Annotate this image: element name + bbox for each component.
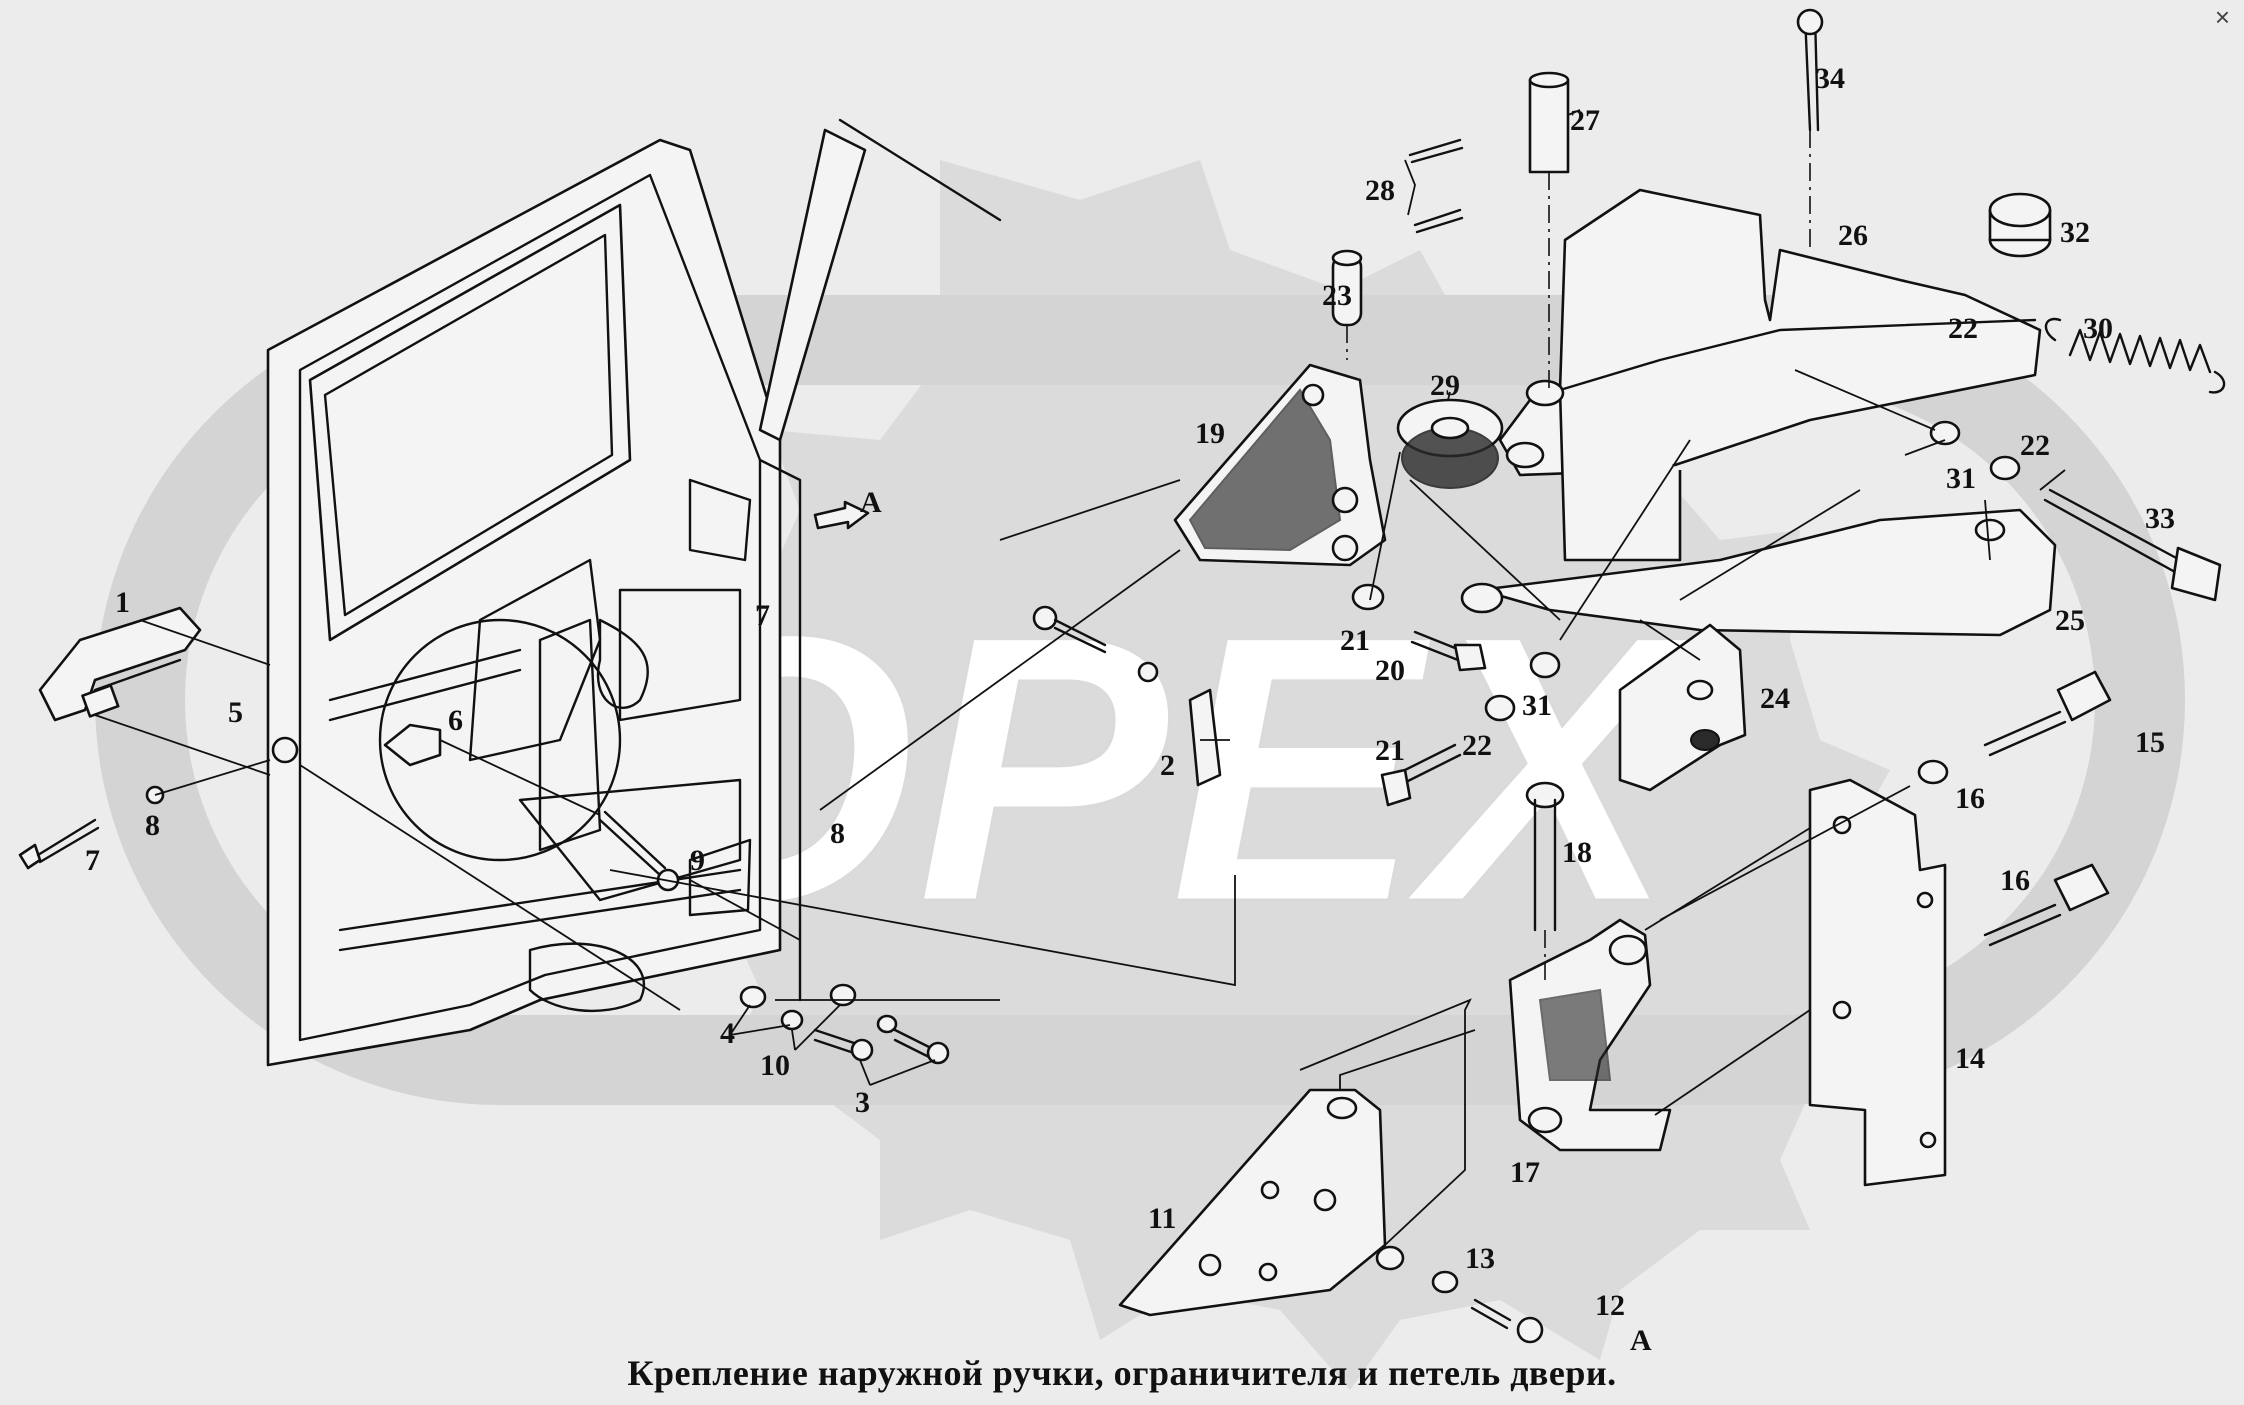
view-arrow bbox=[813, 500, 870, 530]
callout-17: 17 bbox=[1510, 1156, 1540, 1189]
part-washer-31a bbox=[1929, 420, 1961, 446]
callout-25: 25 bbox=[2055, 604, 2085, 637]
part-washer-22c bbox=[1484, 694, 1516, 722]
part-washer-13 bbox=[1431, 1270, 1459, 1294]
callout-7: 7 bbox=[755, 599, 770, 632]
callout-11: 11 bbox=[1148, 1202, 1176, 1235]
callout-15: 15 bbox=[2135, 726, 2165, 759]
part-limiter-arm bbox=[1460, 188, 2057, 637]
part-hinge-plate bbox=[1118, 1088, 1387, 1317]
part-washer-17 bbox=[1917, 759, 1949, 785]
part-cotter-pin bbox=[1796, 8, 1824, 132]
part-bolt-7-centre bbox=[1032, 605, 1159, 683]
callout-3: 3 bbox=[855, 1086, 870, 1119]
door-frame bbox=[266, 118, 1002, 1067]
part-bolt-16a bbox=[1983, 670, 2112, 757]
callout-34: 34 bbox=[1815, 62, 1845, 95]
part-hinge-18 bbox=[1508, 918, 1672, 1152]
callout-16: 16 bbox=[2000, 864, 2030, 897]
callout-12: 12 bbox=[1595, 1289, 1625, 1322]
callout-31: 31 bbox=[1946, 462, 1976, 495]
callout-1: 1 bbox=[115, 586, 130, 619]
view-label-a: А bbox=[1630, 1324, 1652, 1357]
callout-28: 28 bbox=[1365, 174, 1395, 207]
callout-33: 33 bbox=[2145, 502, 2175, 535]
callout-19: 19 bbox=[1195, 417, 1225, 450]
part-bolt-9 bbox=[598, 810, 667, 877]
callout-16: 16 bbox=[1955, 782, 1985, 815]
callout-22: 22 bbox=[2020, 429, 2050, 462]
close-icon[interactable]: × bbox=[2214, 2, 2230, 32]
part-bolt-21a bbox=[1410, 630, 1487, 672]
part-handle bbox=[38, 606, 202, 722]
callout-31: 31 bbox=[1522, 689, 1552, 722]
part-bolt-16b bbox=[1983, 863, 2110, 947]
callout-10: 10 bbox=[760, 1049, 790, 1082]
leader-lines bbox=[94, 109, 2066, 1246]
callout-4: 4 bbox=[720, 1017, 735, 1050]
part-bolt-21b bbox=[1380, 743, 1462, 807]
callout-18: 18 bbox=[1562, 836, 1592, 869]
callout-13: 13 bbox=[1465, 1242, 1495, 1275]
part-spring bbox=[2044, 317, 2226, 394]
callout-26: 26 bbox=[1838, 219, 1868, 252]
diagram-caption: Крепление наружной ручки, ограничителя и… bbox=[627, 1353, 1617, 1393]
callout-27: 27 bbox=[1570, 104, 1600, 137]
callout-32: 32 bbox=[2060, 216, 2090, 249]
callout-24: 24 bbox=[1760, 682, 1790, 715]
part-washer-14 bbox=[1375, 1245, 1405, 1271]
part-roller bbox=[1396, 398, 1504, 489]
part-bushing-32 bbox=[1988, 192, 2052, 258]
callout-9: 9 bbox=[690, 844, 705, 877]
callout-21: 21 bbox=[1340, 624, 1370, 657]
part-washer-22b bbox=[1351, 583, 1385, 611]
part-bracket bbox=[383, 723, 442, 767]
callout-30: 30 bbox=[2083, 312, 2113, 345]
part-bolt-19 bbox=[1525, 781, 1565, 932]
callout-21: 21 bbox=[1375, 734, 1405, 767]
callout-29: 29 bbox=[1430, 369, 1460, 402]
callout-8: 8 bbox=[830, 817, 845, 850]
callout-6: 6 bbox=[448, 704, 463, 737]
callout-8: 8 bbox=[145, 809, 160, 842]
callout-22: 22 bbox=[1948, 312, 1978, 345]
part-hinge-bracket bbox=[1173, 363, 1387, 567]
part-bolt-33 bbox=[2043, 488, 2222, 602]
part-pin-27 bbox=[1408, 71, 1570, 234]
callout-2: 2 bbox=[1160, 749, 1175, 782]
part-washer-31b bbox=[1529, 651, 1561, 679]
part-lock-plate bbox=[1188, 688, 1222, 787]
part-mounting-plate bbox=[1808, 778, 1947, 1187]
callout-23: 23 bbox=[1322, 279, 1352, 312]
part-bolt-12 bbox=[1470, 1298, 1544, 1344]
callout-5: 5 bbox=[228, 696, 243, 729]
callout-14: 14 bbox=[1955, 1042, 1985, 1075]
part-screw-left bbox=[18, 785, 165, 870]
callout-20: 20 bbox=[1375, 654, 1405, 687]
view-label-a: А bbox=[860, 486, 882, 519]
callout-22: 22 bbox=[1462, 729, 1492, 762]
part-bushing bbox=[271, 736, 299, 764]
callout-7: 7 bbox=[85, 844, 100, 877]
part-bracket-24 bbox=[1618, 623, 1747, 792]
part-washer-22a bbox=[1989, 455, 2021, 481]
